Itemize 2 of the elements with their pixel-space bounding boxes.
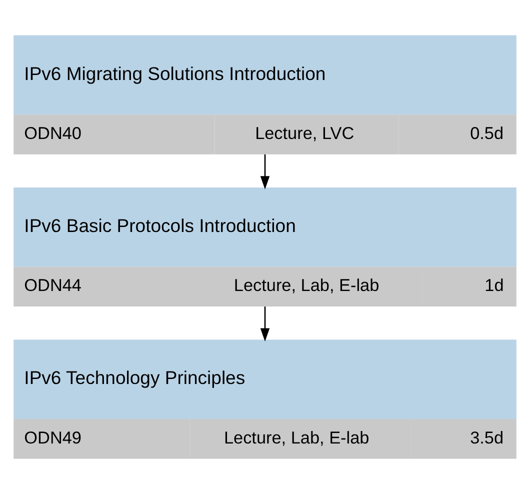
- arrow: [260, 154, 270, 189]
- arrow: [260, 306, 270, 342]
